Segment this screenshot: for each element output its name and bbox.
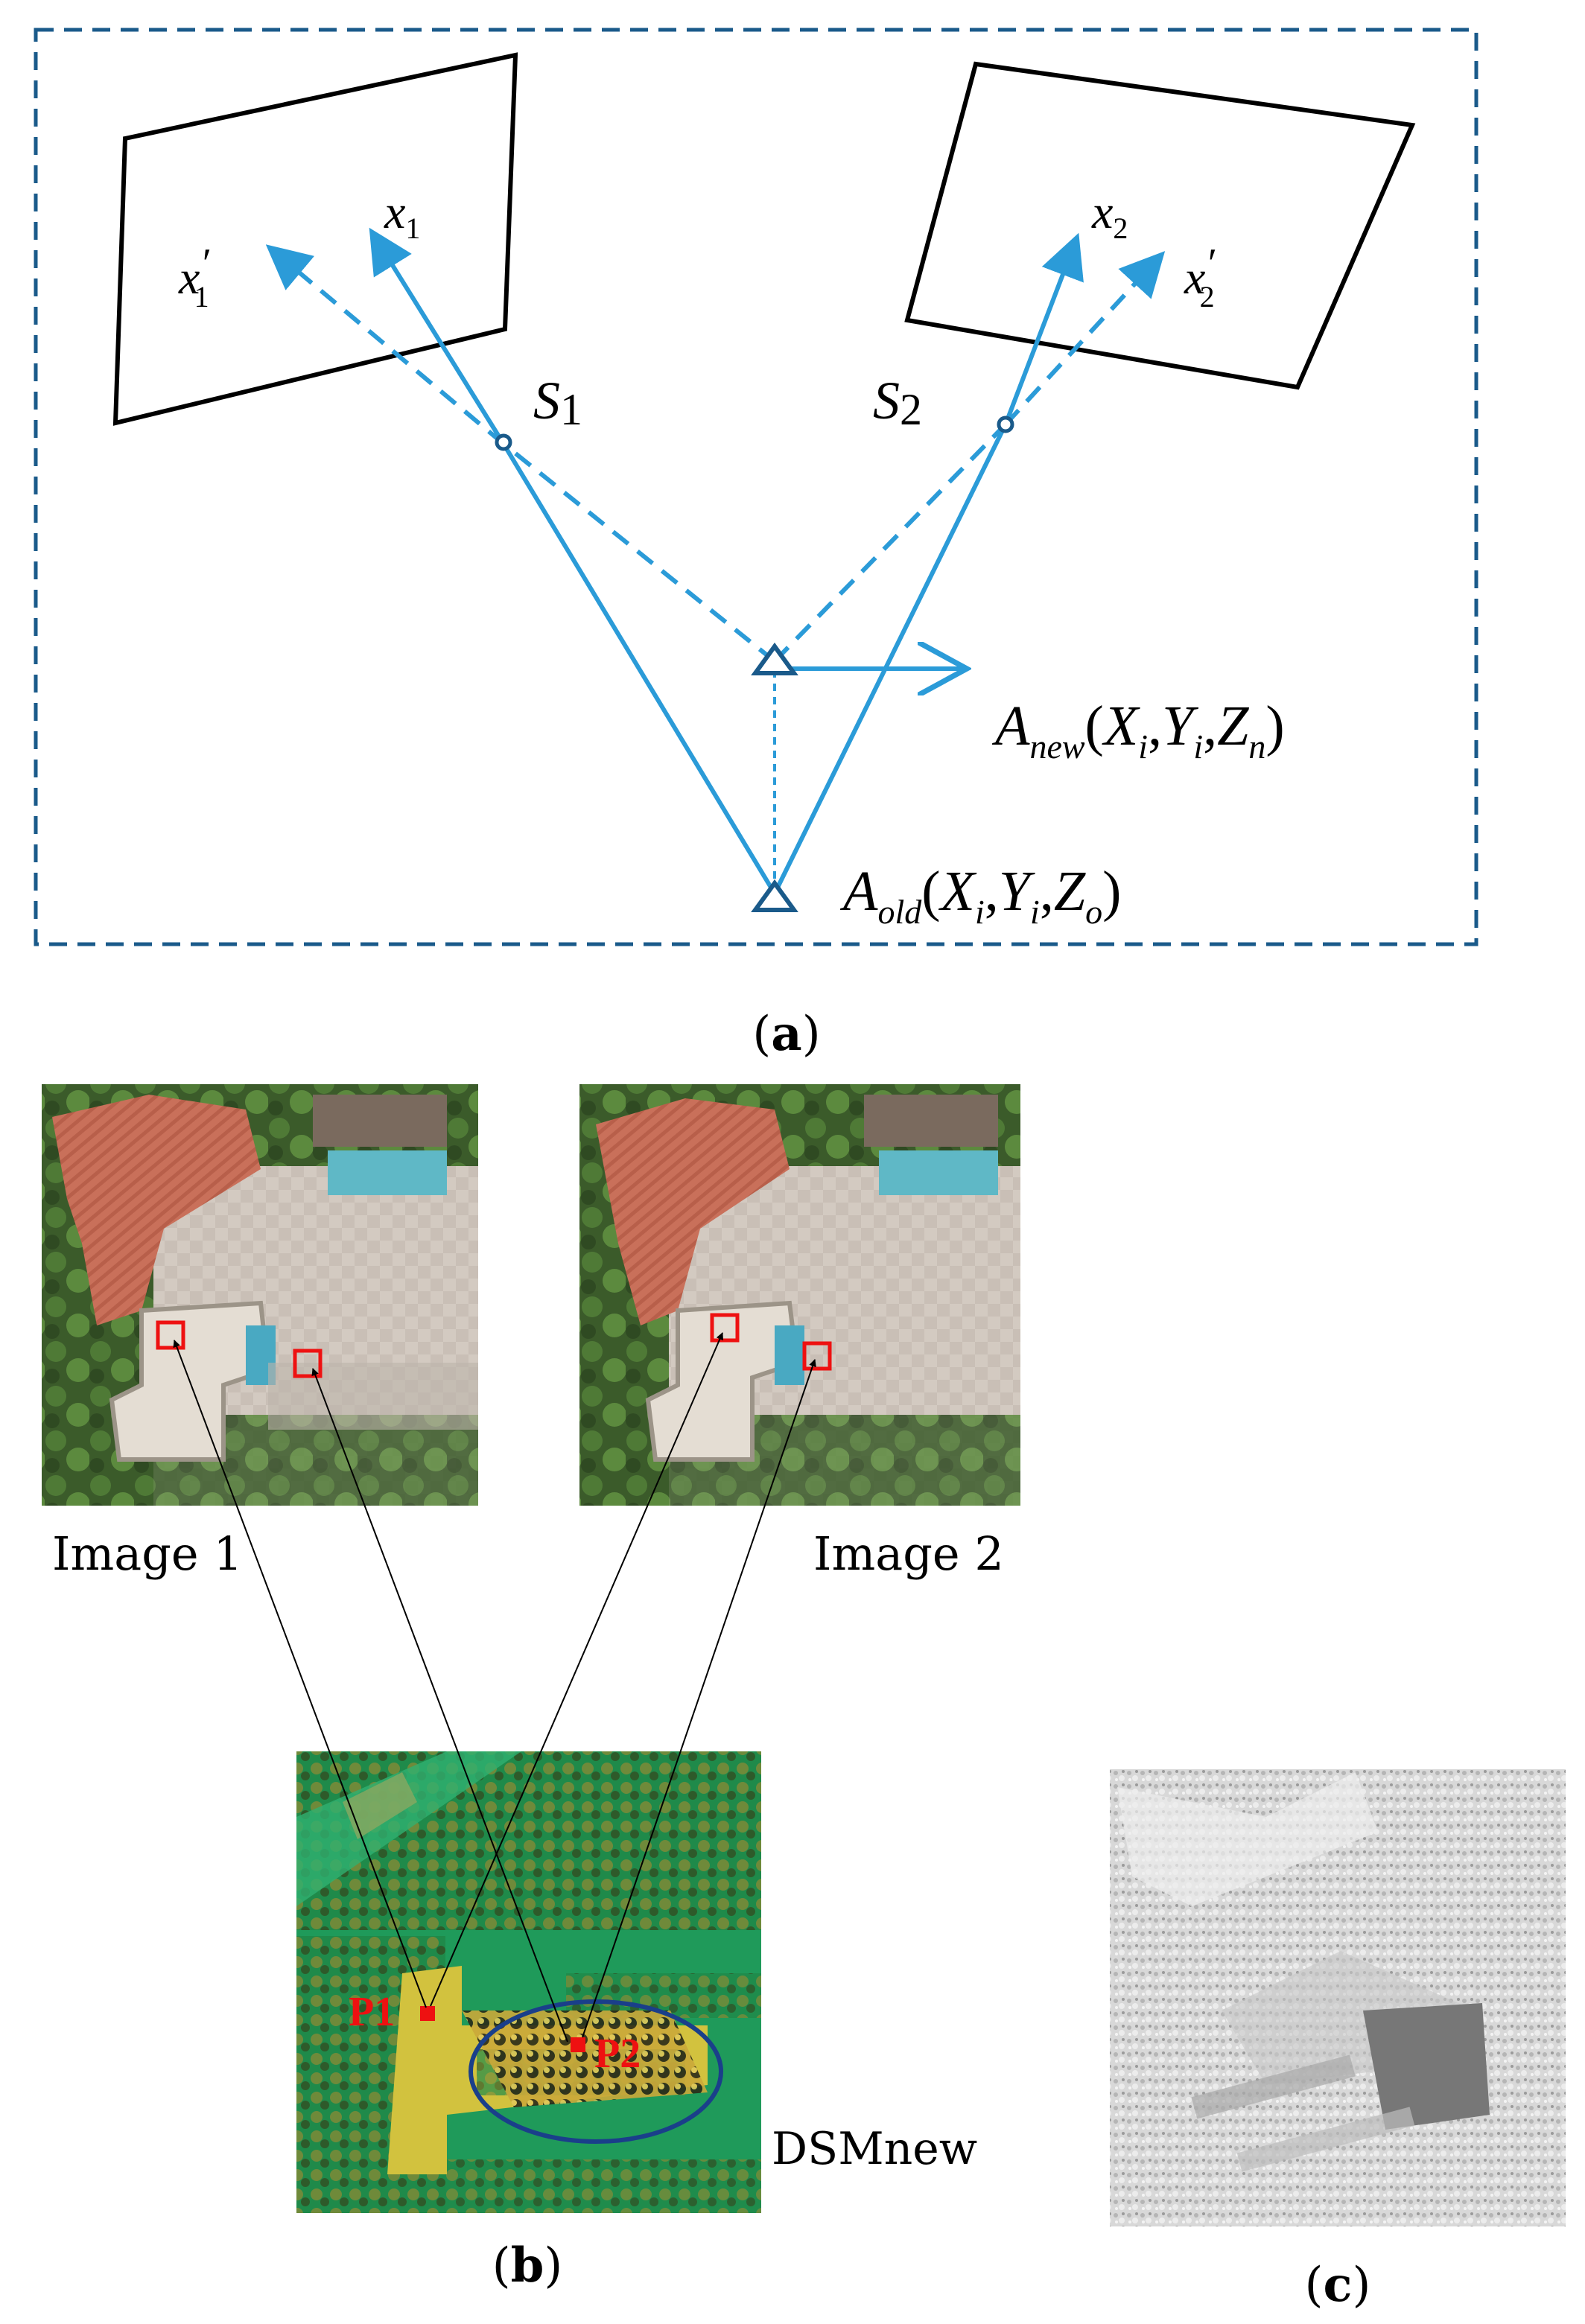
link-p2-image1 [311, 1368, 568, 2043]
image-plane-left [112, 52, 518, 426]
marker-image2-p1 [710, 1313, 740, 1343]
point-p2 [571, 2037, 585, 2052]
center-s2-marker [997, 416, 1014, 433]
region-ellipse [468, 1999, 723, 2144]
image2-label: Image 2 [813, 1526, 1004, 1581]
marker-image1-p1 [156, 1320, 185, 1350]
panel-c: (c) [1110, 1769, 1566, 2313]
label-p1: P1 [349, 1989, 395, 2035]
grayscale-image [1110, 1769, 1566, 2226]
label-anew: Anew(Xi,Yi,Zn) [991, 695, 1285, 765]
panel-b: Image 1 Image 2 P1 P2 DSMnew (b) [42, 1084, 1020, 2293]
label-x1: x1 [384, 185, 420, 245]
link-p1-image2 [430, 1332, 724, 2007]
label-x2: x2 [1091, 185, 1128, 245]
point-anew-marker [751, 642, 798, 675]
marker-image2-p2 [802, 1341, 832, 1371]
link-p2-image2 [582, 1359, 816, 2038]
label-x2-prime: x′2 [1184, 241, 1215, 313]
panel-a: x1 x′1 x2 x′2 S1 S2 Anew(Xi,Yi,Zn) Aold(… [34, 28, 1478, 1062]
caption-b: (b) [492, 2238, 563, 2293]
image1-label: Image 1 [52, 1526, 243, 1581]
point-aold-marker [751, 879, 798, 912]
dashed-frame [34, 28, 1478, 946]
ray-x1 [369, 227, 506, 445]
aerial-image-1 [42, 1084, 478, 1506]
ray-new-right [772, 422, 1008, 663]
ray-new-left [502, 442, 776, 663]
ray-x1-prime [265, 244, 505, 446]
ray-old-left [501, 442, 777, 895]
ray-x2 [1003, 232, 1084, 426]
label-x1-prime: x′1 [178, 241, 209, 313]
caption-a: (a) [752, 1006, 820, 1062]
point-p1 [420, 2006, 435, 2021]
dsm-label: DSMnew [772, 2123, 977, 2175]
caption-c: (c) [1305, 2257, 1371, 2313]
label-s1: S1 [533, 371, 582, 434]
label-p2: P2 [594, 2031, 641, 2077]
image-plane-right [904, 61, 1416, 390]
dsm-new-image: P1 P2 [296, 1751, 761, 2213]
marker-image1-p2 [293, 1349, 323, 1378]
center-s1-marker [495, 433, 512, 451]
ray-x2-prime [1003, 251, 1166, 427]
link-p1-image1 [173, 1340, 427, 2008]
ray-old-right [772, 423, 1008, 895]
label-aold: Aold(Xi,Yi,Zo) [839, 860, 1121, 931]
label-s2: S2 [873, 371, 922, 434]
aerial-image-2 [579, 1084, 1020, 1506]
